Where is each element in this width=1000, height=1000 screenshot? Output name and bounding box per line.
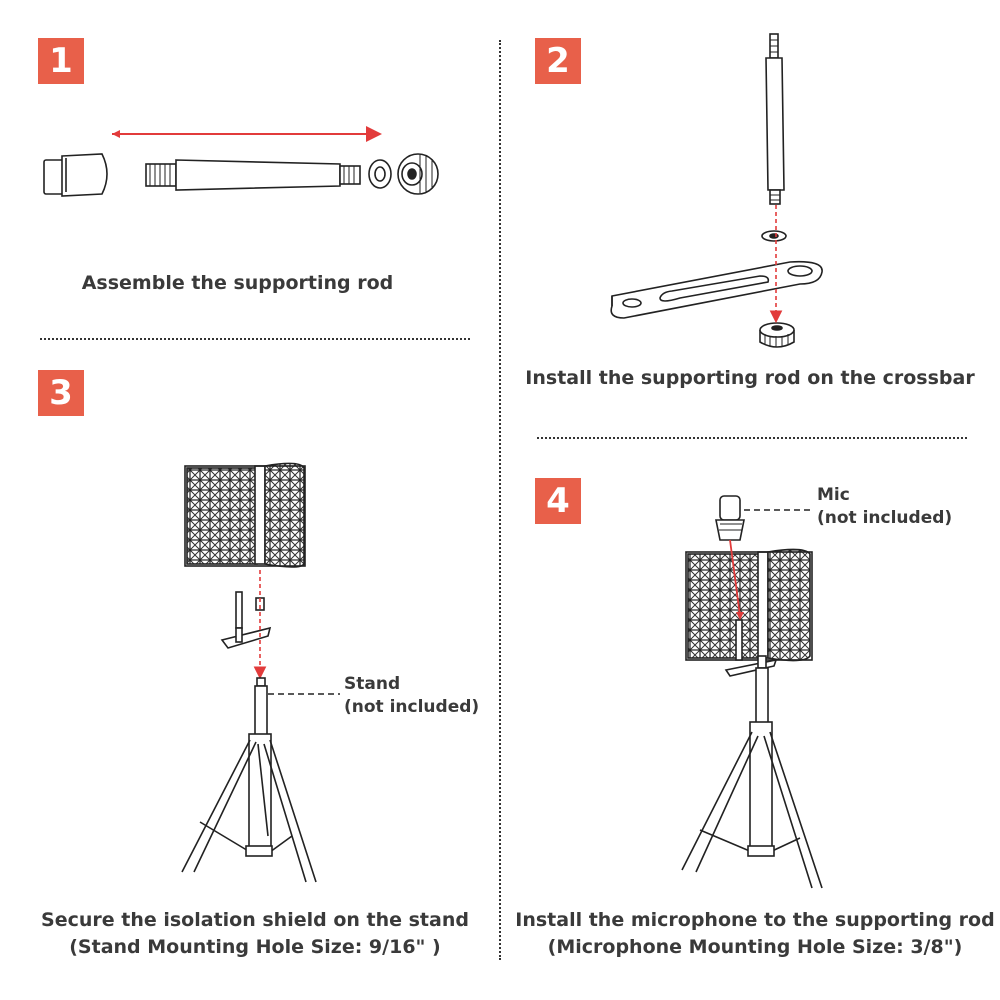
step-2-illustration [610,33,823,348]
step-3-caption-line2: (Stand Mounting Hole Size: 9/16" ) [69,936,441,958]
isolation-shield-4 [685,548,813,662]
step-1-caption: Assemble the supporting rod [81,272,394,294]
stand-callout-line2: (not included) [344,697,480,717]
tripod-stand-4 [681,655,823,889]
step-4-caption-line1: Install the microphone to the supporting… [515,909,995,931]
step-2-badge: 2 [535,38,581,84]
step-3-badge: 3 [38,370,84,416]
step-1-badge: 1 [38,38,84,84]
supporting-rod-part [145,159,361,191]
step-2-caption: Install the supporting rod on the crossb… [525,367,975,389]
adapter-part [43,153,108,197]
stand-callout-line1: Stand [344,674,401,694]
divider-step1 [40,338,470,340]
step-4-caption-line2: (Microphone Mounting Hole Size: 3/8") [547,936,963,958]
washer-part [368,159,392,189]
step-1-illustration [43,126,439,197]
vertical-divider [499,40,501,960]
step-3-illustration [181,462,340,883]
mic-callout-line1: Mic [817,485,850,505]
step-4-badge: 4 [535,478,581,524]
divider-step2 [537,437,967,439]
step-4-illustration [681,495,823,889]
knob-part [397,153,439,195]
isolation-shield [184,462,306,568]
mic-callout-line2: (not included) [817,508,953,528]
microphone [715,495,745,541]
rod-assembly [220,591,272,649]
step-3-caption-line1: Secure the isolation shield on the stand [41,909,469,931]
tripod-stand [181,677,317,883]
